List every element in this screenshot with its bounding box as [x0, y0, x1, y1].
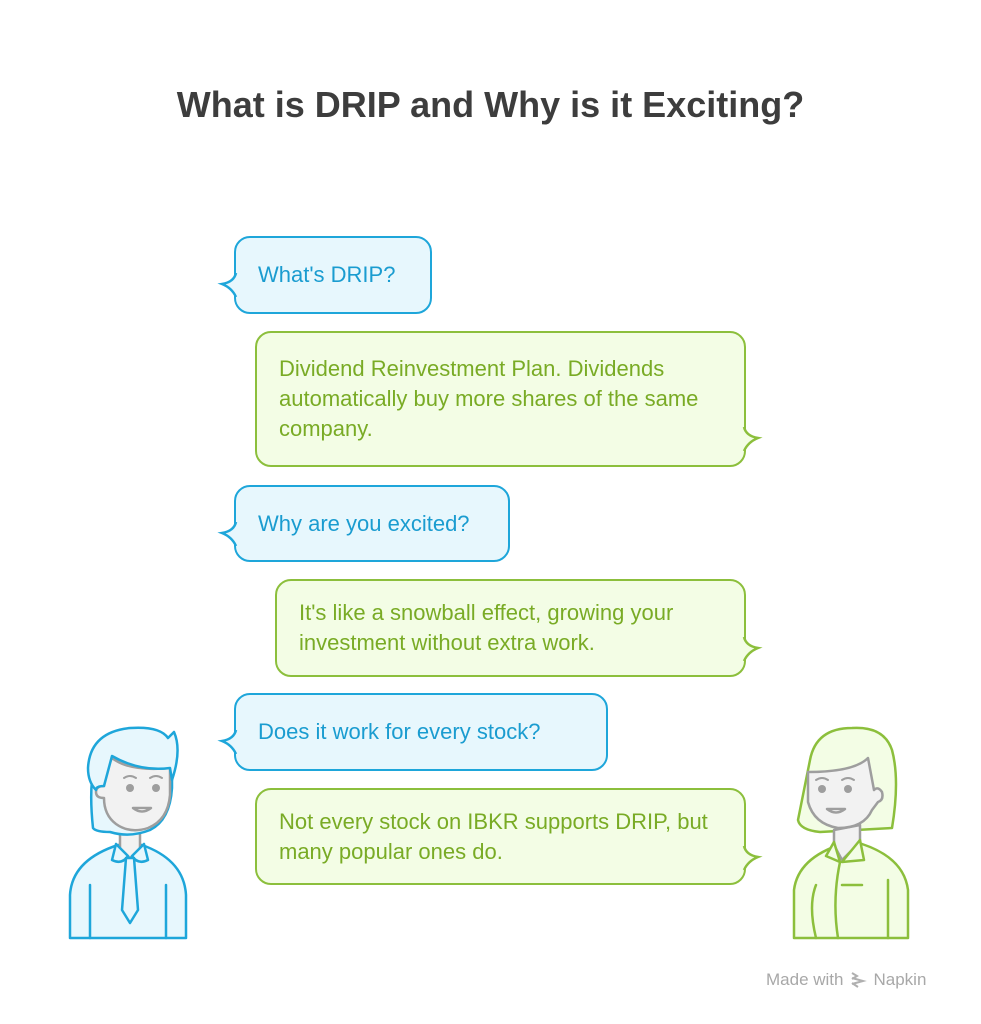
bubble-tail-icon [217, 729, 239, 755]
message-text: What's DRIP? [258, 262, 396, 287]
answer-bubble-2: It's like a snowball effect, growing you… [275, 579, 763, 677]
woman-avatar-icon [792, 726, 910, 940]
message-text: Why are you excited? [258, 510, 470, 536]
question-bubble-2: Why are you excited? [217, 485, 510, 562]
question-bubble-1: What's DRIP? [217, 236, 432, 314]
napkin-credit: Made with Napkin [766, 970, 926, 990]
bubble-tail-icon [217, 272, 239, 298]
bubble-tail-icon [741, 636, 763, 662]
question-bubble-3: Does it work for every stock? [217, 693, 608, 771]
bubble-tail-icon [741, 845, 763, 871]
credit-prefix: Made with [766, 970, 844, 989]
bubble-tail-icon [741, 426, 763, 452]
napkin-logo-icon [851, 972, 868, 988]
bubble-tail-icon [217, 521, 239, 547]
message-text: Not every stock on IBKR supports DRIP, b… [279, 808, 708, 864]
message-text: Dividend Reinvestment Plan. Dividends au… [279, 356, 699, 441]
message-text: Does it work for every stock? [258, 719, 541, 744]
answer-bubble-1: Dividend Reinvestment Plan. Dividends au… [255, 331, 763, 467]
page-title: What is DRIP and Why is it Exciting? [176, 84, 805, 125]
message-text: It's like a snowball effect, growing you… [299, 600, 674, 655]
man-avatar-icon [68, 726, 188, 940]
credit-brand: Napkin [873, 970, 927, 989]
answer-bubble-3: Not every stock on IBKR supports DRIP, b… [255, 788, 763, 885]
